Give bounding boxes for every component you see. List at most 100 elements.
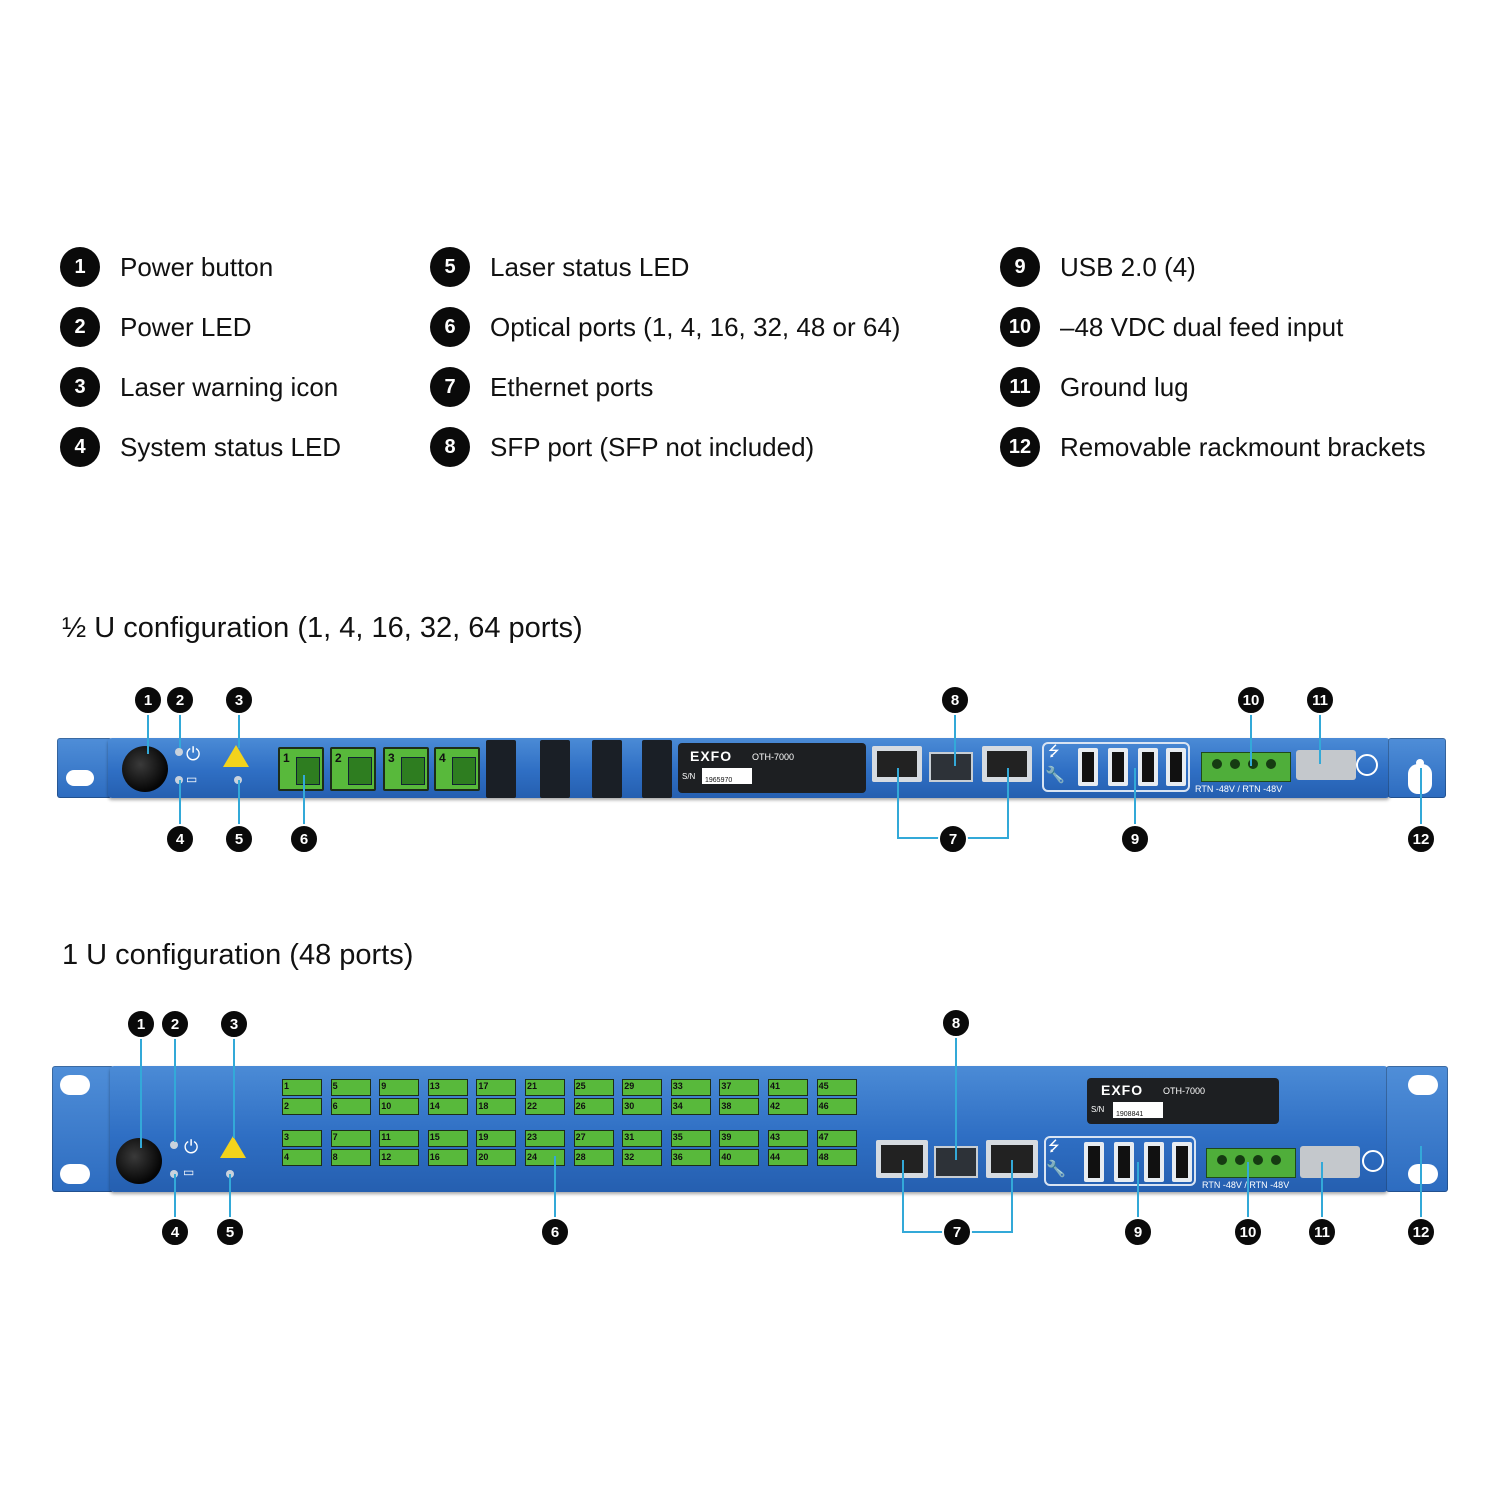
optical-port[interactable] [427, 1098, 468, 1115]
optical-port[interactable] [330, 1098, 371, 1115]
optical-port[interactable] [525, 1079, 565, 1096]
optical-port[interactable] [476, 1079, 517, 1096]
optical-port[interactable] [573, 1079, 614, 1096]
optical-port[interactable] [427, 1130, 468, 1147]
optical-port[interactable] [476, 1149, 517, 1166]
usb-port[interactable] [1166, 748, 1186, 786]
model-name: OTH-7000 [1163, 1086, 1206, 1096]
legend-number: 7 [430, 367, 470, 407]
optical-port[interactable] [768, 1149, 808, 1166]
ground-lug[interactable] [1296, 750, 1356, 780]
optical-port[interactable] [427, 1079, 468, 1096]
optical-port[interactable] [282, 1130, 322, 1147]
optical-port[interactable] [476, 1098, 517, 1115]
optical-port[interactable] [768, 1130, 808, 1147]
usb-port[interactable] [1084, 1142, 1104, 1182]
optical-port[interactable] [525, 1130, 565, 1147]
optical-port[interactable] [670, 1149, 711, 1166]
optical-port-number: 45 [818, 1081, 829, 1091]
optical-port[interactable] [330, 1079, 371, 1096]
usb-port[interactable] [1144, 1142, 1164, 1182]
optical-port[interactable] [670, 1079, 711, 1096]
optical-port[interactable] [670, 1130, 711, 1147]
optical-port-number: 17 [478, 1081, 489, 1091]
optical-port[interactable]: 2 [330, 747, 376, 791]
optical-port[interactable] [670, 1098, 711, 1115]
optical-port[interactable] [573, 1098, 614, 1115]
optical-port[interactable]: 3 [383, 747, 429, 791]
sfp-port[interactable] [929, 752, 973, 782]
optical-port[interactable] [719, 1130, 760, 1147]
optical-port[interactable] [573, 1130, 614, 1147]
optical-port[interactable] [379, 1098, 420, 1115]
optical-port[interactable] [282, 1079, 322, 1096]
optical-port[interactable] [719, 1149, 760, 1166]
optical-port[interactable] [816, 1098, 857, 1115]
optical-port[interactable] [573, 1149, 614, 1166]
usb-port[interactable] [1172, 1142, 1192, 1182]
optical-port-number: 1 [283, 751, 290, 765]
optical-port[interactable] [525, 1098, 565, 1115]
callout-12: 12 [1406, 1217, 1436, 1247]
optical-port[interactable] [768, 1098, 808, 1115]
dc-feed-terminal[interactable] [1206, 1148, 1296, 1178]
usb-port[interactable] [1138, 748, 1158, 786]
legend-item-laser-warning-icon: 3 Laser warning icon [60, 367, 338, 407]
power-button[interactable] [122, 746, 168, 792]
optical-port[interactable] [768, 1079, 808, 1096]
optical-port[interactable] [622, 1079, 663, 1096]
optical-port[interactable] [379, 1079, 420, 1096]
power-button[interactable] [116, 1138, 162, 1184]
optical-port[interactable] [816, 1130, 857, 1147]
optical-port[interactable] [816, 1149, 857, 1166]
optical-port-number: 15 [429, 1132, 440, 1142]
optical-port[interactable] [622, 1149, 663, 1166]
optical-port[interactable]: 1 [278, 747, 324, 791]
optical-port[interactable] [379, 1130, 420, 1147]
optical-port[interactable] [282, 1149, 322, 1166]
leader-line [238, 712, 240, 748]
usb-port[interactable] [1114, 1142, 1134, 1182]
optical-port[interactable] [476, 1130, 517, 1147]
optical-port[interactable] [282, 1098, 322, 1115]
usb-port[interactable] [1078, 748, 1098, 786]
optical-port[interactable] [427, 1149, 468, 1166]
optical-port[interactable] [622, 1098, 663, 1115]
leader-line [902, 1160, 904, 1232]
usb-port[interactable] [1108, 748, 1128, 786]
optical-port[interactable] [622, 1130, 663, 1147]
ground-lug[interactable] [1300, 1146, 1360, 1178]
optical-port[interactable] [330, 1130, 371, 1147]
optical-port[interactable]: 4 [434, 747, 480, 791]
optical-port[interactable] [719, 1098, 760, 1115]
optical-port[interactable] [719, 1079, 760, 1096]
optical-port[interactable] [379, 1149, 420, 1166]
dc-feed-terminal[interactable] [1201, 752, 1291, 782]
optical-port[interactable] [330, 1149, 371, 1166]
optical-port[interactable] [816, 1079, 857, 1096]
